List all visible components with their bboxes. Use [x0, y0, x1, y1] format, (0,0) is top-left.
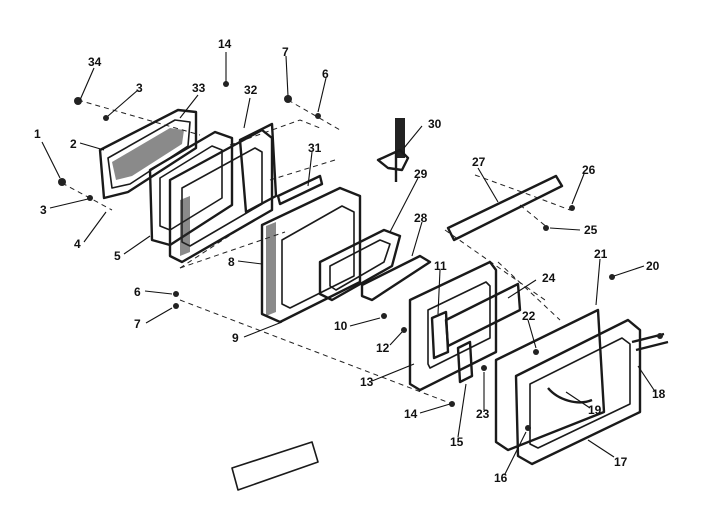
bracket-part-11	[430, 310, 450, 360]
callout-7: 7	[282, 45, 289, 59]
callout-12: 12	[376, 341, 390, 355]
callout-27: 27	[472, 155, 486, 169]
spacer-part-31	[276, 174, 324, 206]
callout-9: 9	[232, 331, 239, 345]
callout-30: 30	[428, 117, 442, 131]
callout-10: 10	[334, 319, 348, 333]
inner-panel-part-13	[408, 260, 498, 392]
callout-3: 3	[136, 81, 143, 95]
callout-6: 6	[322, 67, 329, 81]
trim-strip-part-27	[446, 174, 564, 242]
handle-rod-part-18	[631, 332, 669, 352]
callout-5: 5	[114, 249, 121, 263]
callout-33: 33	[192, 81, 206, 95]
callout-22: 22	[522, 309, 536, 323]
door-liner-part-2	[98, 108, 198, 200]
callout-15: 15	[450, 435, 464, 449]
door-panel-part-8	[260, 186, 362, 324]
callout-1: 1	[34, 127, 41, 141]
callout-26: 26	[582, 163, 596, 177]
door-frame-part-32	[238, 122, 278, 214]
window-glass-frame-part-29	[318, 228, 402, 302]
callout-21: 21	[594, 247, 608, 261]
liner-panel-part-24	[444, 282, 522, 348]
hinge-part-15	[456, 340, 474, 384]
callout-2: 2	[70, 137, 77, 151]
callout-32: 32	[244, 83, 258, 97]
callout-25: 25	[584, 223, 598, 237]
callout-18: 18	[652, 387, 666, 401]
hardware-fasteners	[58, 81, 615, 431]
callout-17: 17	[614, 455, 628, 469]
glass-panel-part-21	[494, 308, 606, 452]
outer-door-frame-part-17	[514, 318, 642, 466]
callout-16: 16	[494, 471, 508, 485]
callout-28: 28	[414, 211, 428, 225]
callout-7b: 7	[134, 317, 141, 331]
label-plate	[231, 441, 319, 491]
callout-4: 4	[74, 237, 81, 251]
callout-34: 34	[88, 55, 102, 69]
callout-29: 29	[414, 167, 428, 181]
door-seal-part-33	[148, 130, 234, 247]
callout-6b: 6	[134, 285, 141, 299]
callout-19: 19	[588, 403, 602, 417]
callout-11: 11	[434, 259, 447, 273]
callout-labels: 34 3 33 14 32 7 6 30 1 2 3 4 5 31 29 27 …	[34, 37, 666, 485]
callout-31: 31	[308, 141, 322, 155]
callout-24: 24	[542, 271, 556, 285]
callout-14b: 14	[404, 407, 418, 421]
callout-13: 13	[360, 375, 374, 389]
callout-3b: 3	[40, 203, 47, 217]
callout-8: 8	[228, 255, 235, 269]
handle-part-30	[376, 118, 410, 182]
window-glass-part-28	[360, 254, 432, 302]
leader-lines	[41, 52, 657, 475]
callout-20: 20	[646, 259, 660, 273]
callout-23: 23	[476, 407, 490, 421]
callout-14: 14	[218, 37, 232, 51]
